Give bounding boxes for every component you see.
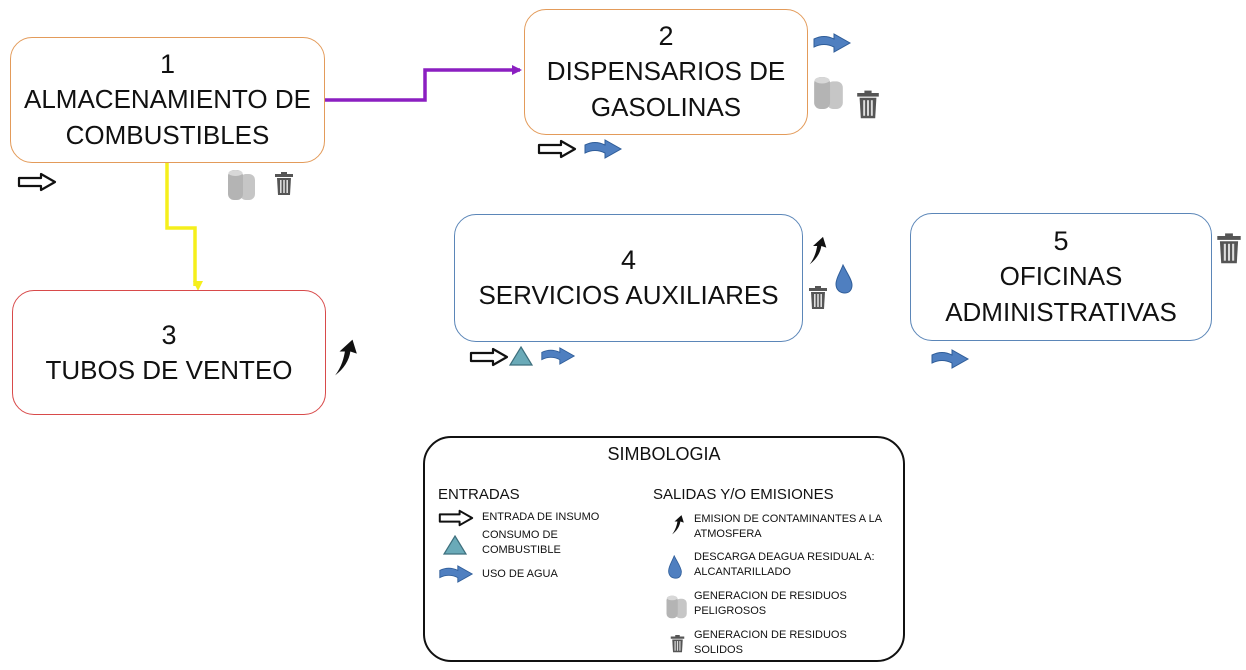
water-drop-icon [667, 555, 683, 579]
legend-simbologia: SIMBOLOGIA ENTRADAS ENTRADA DE INSUMO CO… [423, 436, 905, 662]
legend-item-entrada-insumo: ENTRADA DE INSUMO [482, 511, 600, 523]
link-almacenamiento-to-tubos [165, 163, 203, 291]
input-arrow-icon [438, 509, 474, 527]
process-box-almacenamiento: 1 ALMACENAMIENTO DE COMBUSTIBLES [10, 37, 325, 163]
legend-title: SIMBOLOGIA [607, 444, 721, 464]
legend-item-consumo-combustible: CONSUMO DE COMBUSTIBLE [482, 529, 561, 556]
water-arrow-icon [540, 346, 576, 366]
hazardous-barrels-icon [226, 168, 258, 202]
process-number: 4 [620, 245, 637, 275]
process-number: 1 [159, 49, 176, 79]
process-title: TUBOS DE VENTEO [45, 354, 293, 385]
legend-item-uso-agua: USO DE AGUA [482, 568, 558, 580]
fuel-triangle-icon [442, 534, 468, 556]
emission-arrow-icon [333, 338, 359, 378]
trash-can-icon [856, 90, 880, 120]
process-box-tubos: 3 TUBOS DE VENTEO [12, 290, 326, 415]
trash-can-icon [670, 635, 685, 653]
process-title: DISPENSARIOS DE GASOLINAS [546, 56, 786, 122]
process-title: SERVICIOS AUXILIARES [478, 280, 779, 310]
hazardous-barrels-icon [665, 594, 689, 620]
emission-arrow-icon [808, 236, 828, 266]
process-title: ALMACENAMIENTO DE COMBUSTIBLES [23, 84, 311, 150]
process-box-dispensarios: 2 DISPENSARIOS DE GASOLINAS [524, 9, 808, 135]
link-almacenamiento-to-dispensarios [325, 65, 522, 102]
process-box-oficinas: 5 OFICINAS ADMINISTRATIVAS [910, 213, 1212, 341]
process-box-servicios: 4 SERVICIOS AUXILIARES [454, 214, 803, 342]
trash-can-icon [808, 284, 828, 312]
water-arrow-icon [583, 138, 623, 160]
process-number: 2 [658, 21, 674, 51]
water-arrow-icon [812, 32, 852, 54]
water-drop-icon [834, 264, 854, 294]
hazardous-barrels-icon [812, 74, 846, 112]
process-number: 5 [1053, 226, 1069, 256]
water-arrow-icon [438, 564, 474, 584]
process-number: 3 [161, 319, 177, 350]
legend-item-residuos-solidos: GENERACION DE RESIDUOS SOLIDOS [694, 629, 847, 656]
trash-can-icon [1216, 233, 1242, 265]
legend-heading-salidas: SALIDAS Y/O EMISIONES [653, 486, 834, 503]
emission-arrow-icon [671, 514, 685, 536]
input-arrow-icon [537, 139, 577, 159]
input-arrow-icon [17, 172, 57, 192]
fuel-triangle-icon [508, 345, 534, 367]
input-arrow-icon [469, 347, 509, 367]
legend-item-residuos-peligrosos: GENERACION DE RESIDUOS PELIGROSOS [694, 590, 847, 617]
legend-item-emision: EMISION DE CONTAMINANTES A LA ATMOSFERA [694, 513, 882, 540]
legend-item-descarga: DESCARGA DEAGUA RESIDUAL A: ALCANTARILLA… [694, 551, 875, 578]
process-title: OFICINAS ADMINISTRATIVAS [945, 261, 1177, 327]
water-arrow-icon [930, 348, 970, 370]
legend-heading-entradas: ENTRADAS [438, 486, 520, 503]
trash-can-icon [274, 172, 294, 196]
